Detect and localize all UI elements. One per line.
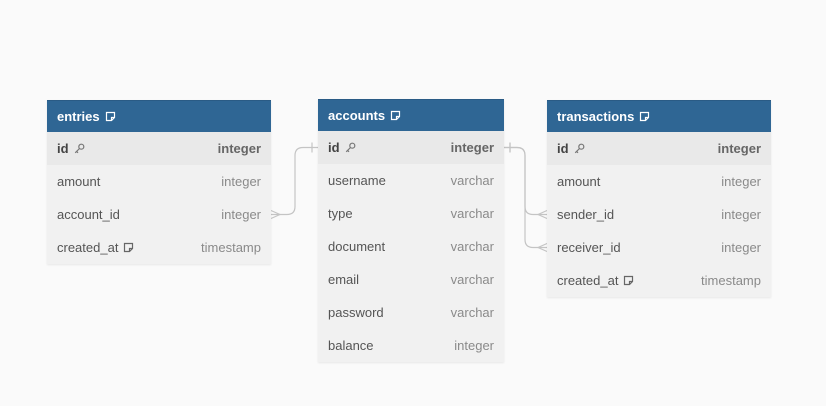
field-name-cell: account_id xyxy=(57,207,120,222)
field-type: timestamp xyxy=(701,273,761,288)
field-name-cell: username xyxy=(328,173,386,188)
field-name: document xyxy=(328,239,386,254)
table-accounts[interactable]: accounts id integer username varchar type varc… xyxy=(318,99,504,362)
table-title: entries xyxy=(57,109,100,124)
key-icon xyxy=(345,142,356,153)
field-type: varchar xyxy=(450,239,494,254)
field-name: created_at xyxy=(57,240,119,255)
table-header[interactable]: entries xyxy=(47,100,271,132)
field-name: receiver_id xyxy=(557,240,621,255)
field-row[interactable]: email varchar xyxy=(318,263,504,296)
field-row[interactable]: sender_id integer xyxy=(547,198,771,231)
relationship-line[interactable] xyxy=(504,146,547,216)
field-name: username xyxy=(328,173,386,188)
table-header[interactable]: transactions xyxy=(547,100,771,132)
field-type: timestamp xyxy=(201,240,261,255)
note-icon[interactable] xyxy=(623,275,634,286)
field-name-cell: id xyxy=(557,141,585,156)
field-type: integer xyxy=(221,174,261,189)
table-title: accounts xyxy=(328,108,386,123)
field-row[interactable]: id integer xyxy=(47,132,271,165)
field-name-cell: id xyxy=(57,141,85,156)
field-name: sender_id xyxy=(557,207,615,222)
field-row[interactable]: username varchar xyxy=(318,164,504,197)
field-type: integer xyxy=(221,207,261,222)
note-icon[interactable] xyxy=(105,111,116,122)
crows-foot-marker[interactable] xyxy=(537,209,548,220)
field-type: integer xyxy=(721,207,761,222)
table-header[interactable]: accounts xyxy=(318,99,504,131)
key-icon xyxy=(574,143,585,154)
field-name-cell: created_at xyxy=(57,240,134,255)
field-name-cell: email xyxy=(328,272,359,287)
field-name: id xyxy=(57,141,69,156)
note-icon[interactable] xyxy=(639,111,650,122)
field-row[interactable]: type varchar xyxy=(318,197,504,230)
field-name: account_id xyxy=(57,207,120,222)
field-type: integer xyxy=(450,140,494,155)
field-name: created_at xyxy=(557,273,619,288)
field-name-cell: amount xyxy=(57,174,100,189)
field-row[interactable]: amount integer xyxy=(547,165,771,198)
field-row[interactable]: id integer xyxy=(547,132,771,165)
field-name-cell: password xyxy=(328,305,384,320)
field-type: integer xyxy=(454,338,494,353)
field-name: type xyxy=(328,206,353,221)
field-name: amount xyxy=(557,174,601,189)
note-icon[interactable] xyxy=(390,110,401,121)
field-type: integer xyxy=(721,174,761,189)
field-type: integer xyxy=(717,141,761,156)
field-row[interactable]: document varchar xyxy=(318,230,504,263)
field-name-cell: balance xyxy=(328,338,374,353)
key-icon xyxy=(74,143,85,154)
field-name-cell: type xyxy=(328,206,353,221)
field-name-cell: created_at xyxy=(557,273,634,288)
note-icon[interactable] xyxy=(123,242,134,253)
field-row[interactable]: account_id integer xyxy=(47,198,271,231)
field-name: amount xyxy=(57,174,101,189)
field-type: varchar xyxy=(450,206,494,221)
relationship-line[interactable] xyxy=(504,146,547,249)
crows-foot-marker[interactable] xyxy=(537,242,548,253)
field-type: integer xyxy=(721,240,761,255)
field-name: id xyxy=(328,140,340,155)
field-row[interactable]: amount integer xyxy=(47,165,271,198)
table-title: transactions xyxy=(557,109,635,124)
field-row[interactable]: receiver_id integer xyxy=(547,231,771,264)
field-name: id xyxy=(557,141,569,156)
field-type: integer xyxy=(217,141,261,156)
field-name: email xyxy=(328,272,360,287)
field-row[interactable]: created_at timestamp xyxy=(47,231,271,264)
table-entries[interactable]: entries id integer amount integer account_id i… xyxy=(47,100,271,264)
field-row[interactable]: balance integer xyxy=(318,329,504,362)
field-row[interactable]: password varchar xyxy=(318,296,504,329)
field-name: password xyxy=(328,305,384,320)
field-row[interactable]: created_at timestamp xyxy=(547,264,771,297)
relationship-line[interactable] xyxy=(271,146,318,216)
field-name-cell: amount xyxy=(557,174,600,189)
field-name-cell: id xyxy=(328,140,356,155)
crows-foot-marker[interactable] xyxy=(270,209,281,220)
field-type: varchar xyxy=(450,305,494,320)
field-name-cell: sender_id xyxy=(557,207,614,222)
field-name-cell: document xyxy=(328,239,385,254)
field-name-cell: receiver_id xyxy=(557,240,621,255)
field-type: varchar xyxy=(450,173,494,188)
field-name: balance xyxy=(328,338,374,353)
field-type: varchar xyxy=(450,272,494,287)
field-row[interactable]: id integer xyxy=(318,131,504,164)
